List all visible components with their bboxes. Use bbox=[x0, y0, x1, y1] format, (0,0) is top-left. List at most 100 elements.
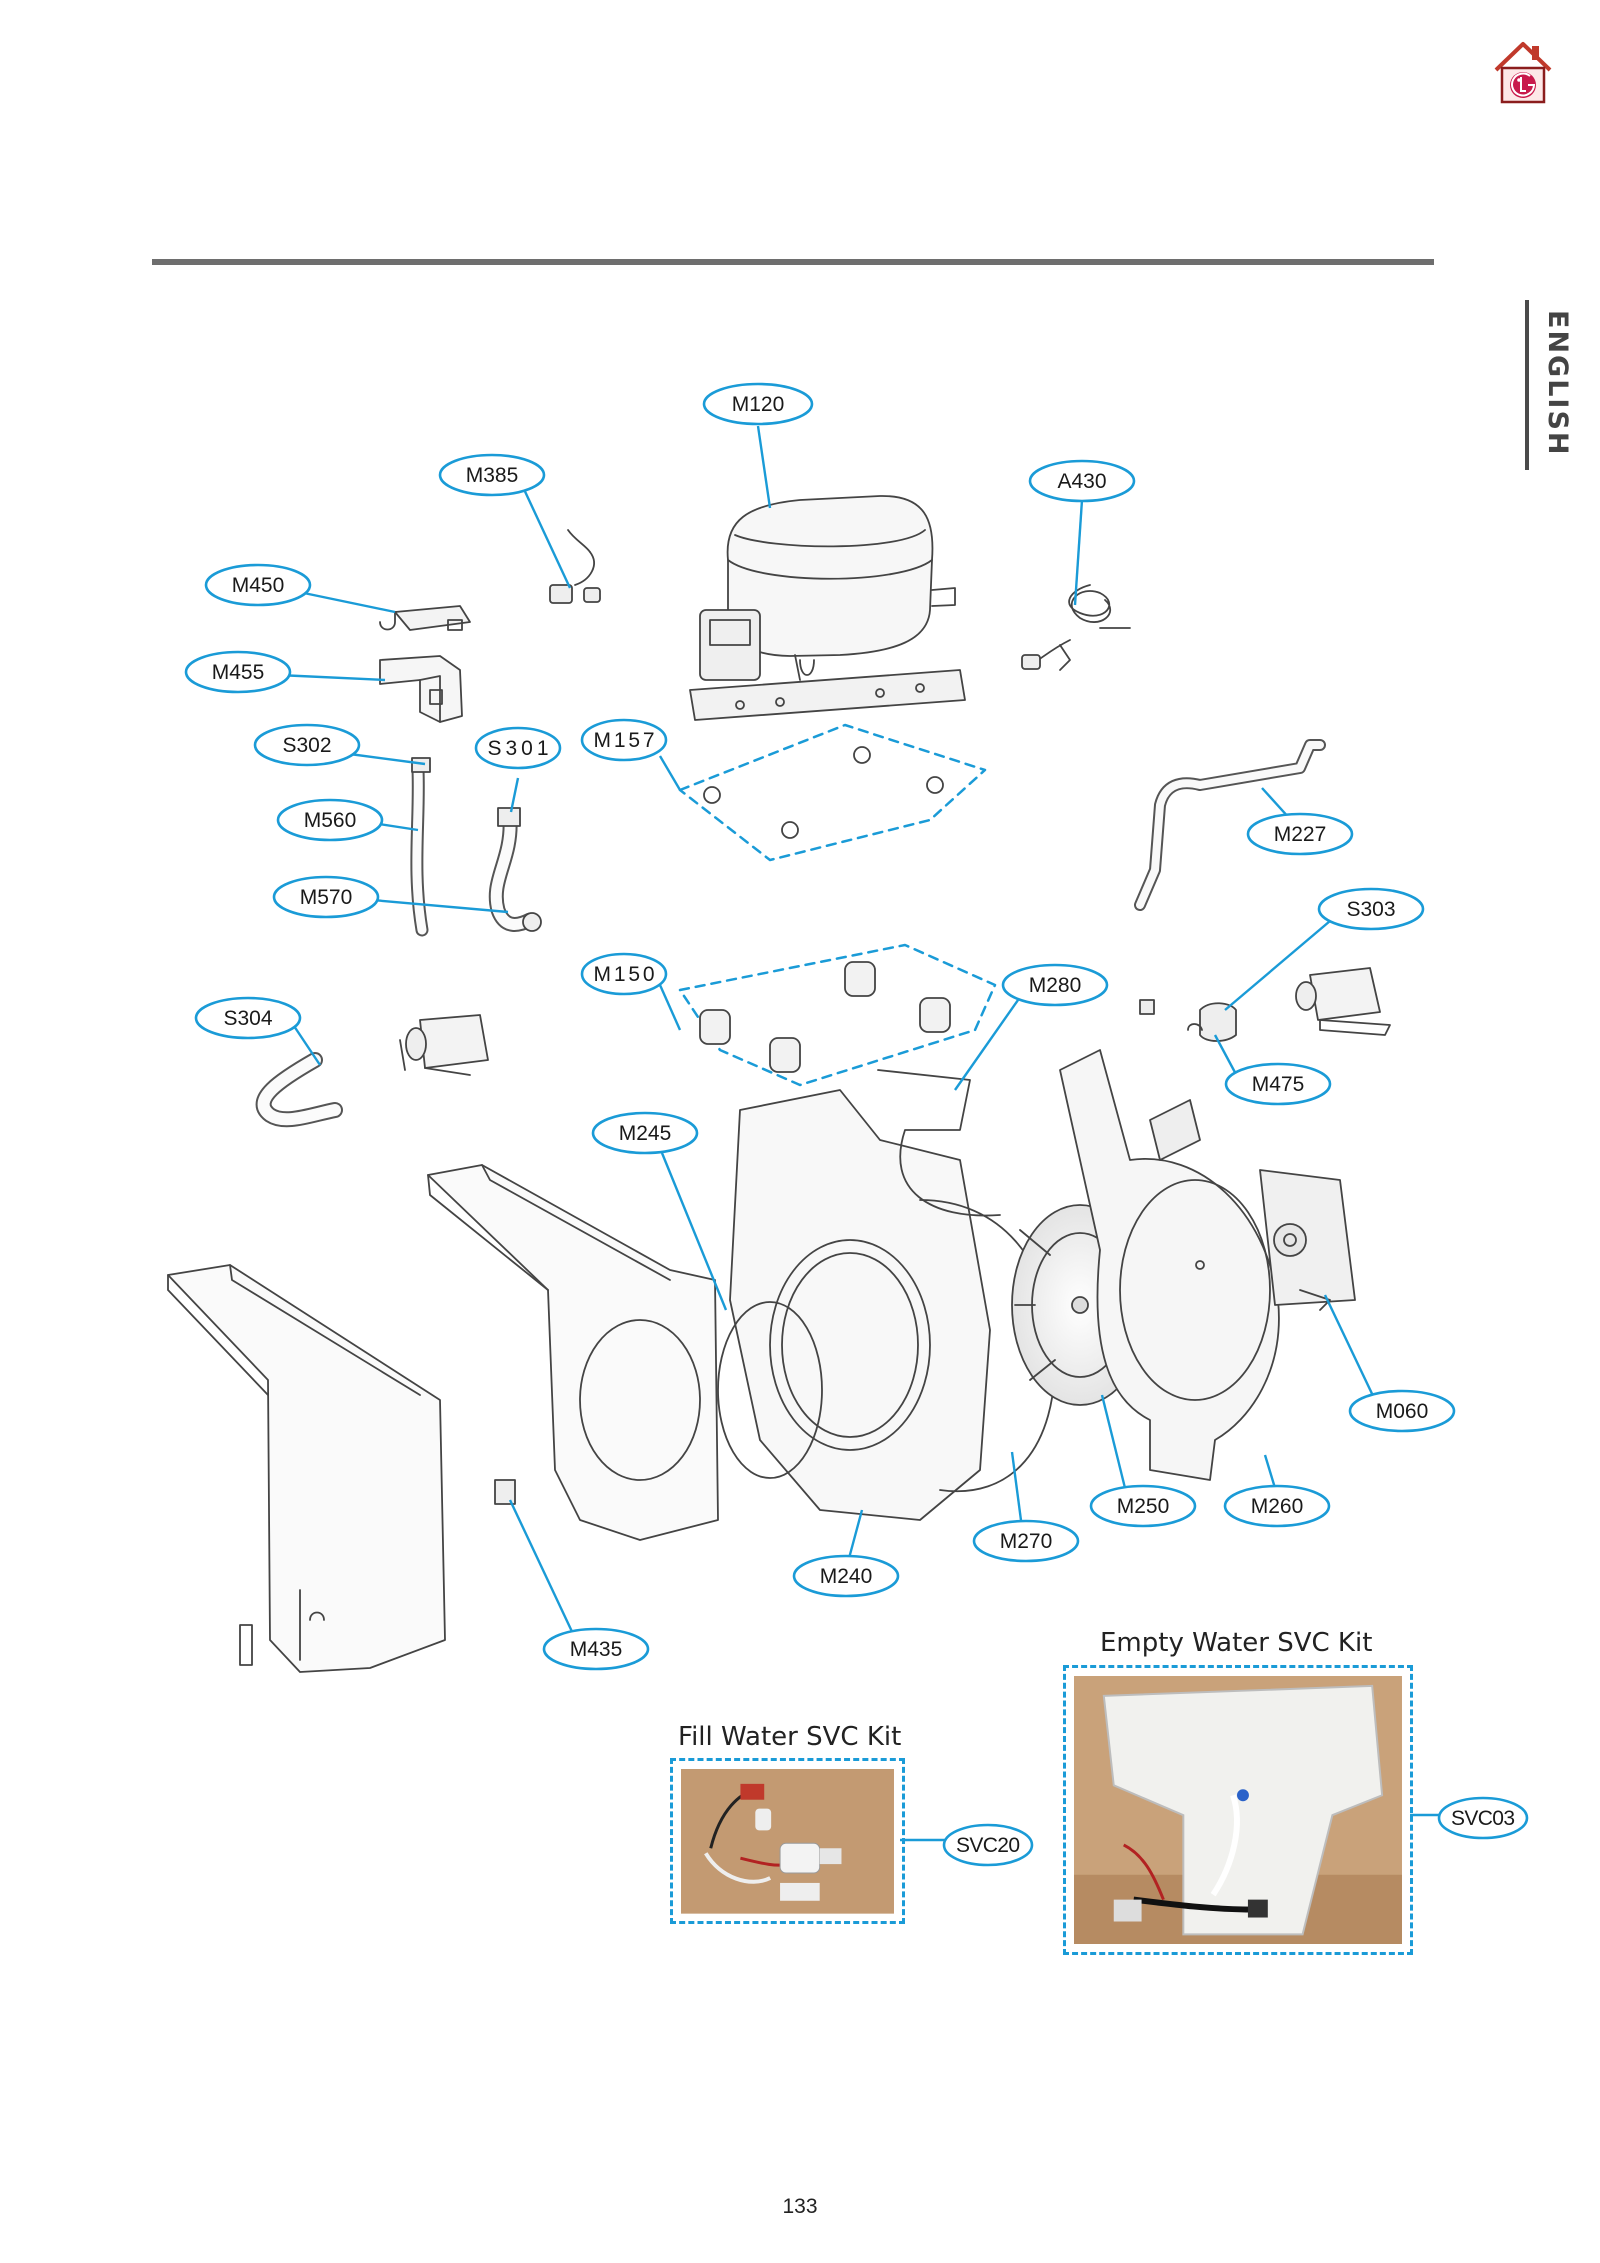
drain-hose-part bbox=[410, 757, 431, 937]
callout-oval bbox=[580, 952, 668, 996]
empty-water-kit-title: Empty Water SVC Kit bbox=[1100, 1628, 1373, 1658]
fill-water-kit-title: Fill Water SVC Kit bbox=[678, 1722, 902, 1752]
callout-oval bbox=[702, 382, 814, 426]
callout-label: M150 bbox=[594, 963, 655, 986]
callout-oval bbox=[204, 563, 312, 607]
header-rule bbox=[152, 259, 1434, 265]
callout-oval bbox=[1223, 1484, 1331, 1528]
callout-s304[interactable]: S304 bbox=[194, 996, 302, 1040]
rubber-feet-group-m150 bbox=[678, 943, 997, 1087]
callout-oval bbox=[1089, 1484, 1197, 1528]
callout-oval bbox=[438, 453, 546, 497]
callout-oval bbox=[253, 723, 361, 767]
callout-oval bbox=[1028, 459, 1136, 503]
callout-label: M455 bbox=[212, 661, 265, 684]
callout-oval bbox=[1348, 1389, 1456, 1433]
grommet-group-m157 bbox=[678, 723, 987, 862]
callout-label: S304 bbox=[223, 1007, 272, 1030]
callout-label: SVC03 bbox=[1451, 1807, 1515, 1830]
callout-oval bbox=[474, 726, 562, 770]
callout-m270[interactable]: M270 bbox=[972, 1519, 1080, 1563]
fill-water-kit-box bbox=[670, 1758, 905, 1924]
callout-label: M245 bbox=[619, 1122, 672, 1145]
leader-lines bbox=[277, 425, 1445, 1842]
callout-m560[interactable]: M560 bbox=[276, 798, 384, 842]
callout-label: M560 bbox=[304, 809, 357, 832]
callout-label: M280 bbox=[1029, 974, 1082, 997]
language-tab[interactable]: ENGLISH bbox=[1522, 300, 1588, 470]
pump-right-part bbox=[1139, 967, 1391, 1042]
callout-m150[interactable]: M150 bbox=[580, 952, 668, 996]
callout-oval bbox=[591, 1111, 699, 1155]
callout-label: M250 bbox=[1117, 1495, 1170, 1518]
callout-m120[interactable]: M120 bbox=[702, 382, 814, 426]
callout-m245[interactable]: M245 bbox=[591, 1111, 699, 1155]
callout-oval bbox=[276, 798, 384, 842]
callout-label: M060 bbox=[1376, 1400, 1429, 1423]
page-number: 133 bbox=[782, 2195, 818, 2218]
callout-label: M435 bbox=[570, 1638, 623, 1661]
language-tab-bar bbox=[1525, 300, 1529, 470]
callout-a430[interactable]: A430 bbox=[1028, 459, 1136, 503]
lg-home-logo[interactable] bbox=[1490, 36, 1556, 106]
callout-label: M570 bbox=[300, 886, 353, 909]
rear-housing-part bbox=[1059, 1049, 1280, 1481]
callout-oval bbox=[580, 718, 668, 762]
callout-m250[interactable]: M250 bbox=[1089, 1484, 1197, 1528]
callout-s301[interactable]: S301 bbox=[474, 726, 562, 770]
callout-m570[interactable]: M570 bbox=[272, 875, 380, 919]
callout-svc20[interactable]: SVC20 bbox=[942, 1823, 1034, 1867]
callout-oval bbox=[194, 996, 302, 1040]
wire-harness-part bbox=[877, 1069, 1001, 1217]
callout-oval bbox=[542, 1627, 650, 1671]
callout-m475[interactable]: M475 bbox=[1224, 1062, 1332, 1106]
callout-label: M270 bbox=[1000, 1530, 1053, 1553]
relay-part bbox=[549, 529, 601, 604]
callout-m450[interactable]: M450 bbox=[204, 563, 312, 607]
callout-label: M260 bbox=[1251, 1495, 1304, 1518]
callout-label: S302 bbox=[282, 734, 331, 757]
callout-label: M227 bbox=[1274, 823, 1327, 846]
language-tab-label: ENGLISH bbox=[1542, 310, 1573, 457]
callout-oval bbox=[1317, 887, 1425, 931]
bracket-part bbox=[379, 655, 463, 723]
callout-s302[interactable]: S302 bbox=[253, 723, 361, 767]
callout-m060[interactable]: M060 bbox=[1348, 1389, 1456, 1433]
compressor-part bbox=[689, 495, 966, 721]
power-cord-part bbox=[1021, 584, 1131, 671]
front-cover-part bbox=[167, 1264, 446, 1673]
callout-m455[interactable]: M455 bbox=[184, 650, 292, 694]
callout-m385[interactable]: M385 bbox=[438, 453, 546, 497]
callout-oval bbox=[1437, 1796, 1529, 1840]
callout-s303[interactable]: S303 bbox=[1317, 887, 1425, 931]
callout-label: SVC20 bbox=[956, 1834, 1020, 1857]
callout-label: M385 bbox=[466, 464, 519, 487]
callout-m435[interactable]: M435 bbox=[542, 1627, 650, 1671]
callout-oval bbox=[1001, 963, 1109, 1007]
callout-label: M450 bbox=[232, 574, 285, 597]
callout-m280[interactable]: M280 bbox=[1001, 963, 1109, 1007]
callout-oval bbox=[1224, 1062, 1332, 1106]
callout-label: M475 bbox=[1252, 1073, 1305, 1096]
callout-m227[interactable]: M227 bbox=[1246, 812, 1354, 856]
callout-label: M157 bbox=[594, 729, 655, 752]
callout-m260[interactable]: M260 bbox=[1223, 1484, 1331, 1528]
callout-m157[interactable]: M157 bbox=[580, 718, 668, 762]
callout-oval bbox=[972, 1519, 1080, 1563]
duct-cover-part bbox=[427, 1164, 719, 1541]
callout-label: A430 bbox=[1057, 470, 1106, 493]
valve-cover-part bbox=[379, 605, 471, 631]
callout-oval bbox=[184, 650, 292, 694]
callout-svc03[interactable]: SVC03 bbox=[1437, 1796, 1529, 1840]
callout-label: S303 bbox=[1346, 898, 1395, 921]
callout-oval bbox=[272, 875, 380, 919]
callout-oval bbox=[1246, 812, 1354, 856]
callout-label: M240 bbox=[820, 1565, 873, 1588]
pump-left-part bbox=[255, 1014, 489, 1128]
empty-water-kit-photo bbox=[1074, 1676, 1402, 1945]
motor-part bbox=[1259, 1169, 1356, 1311]
callout-m240[interactable]: M240 bbox=[792, 1554, 900, 1598]
water-hose-part bbox=[488, 807, 542, 932]
